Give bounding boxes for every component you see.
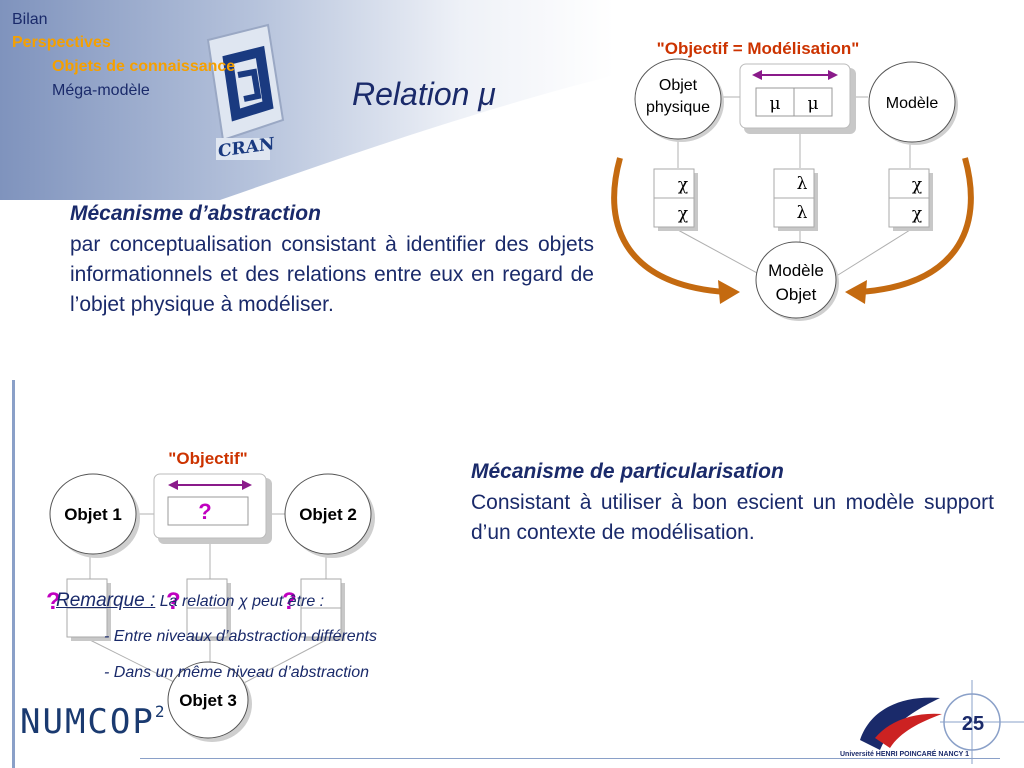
particularisation-text: Consistant à utiliser à bon escient un m…: [471, 491, 994, 544]
mu-symbol-2: μ: [807, 94, 818, 114]
node-objet-3: [167, 661, 249, 739]
objectif-cell: [167, 496, 249, 526]
chi-right-cell-2: [888, 197, 930, 228]
node-modele-objet: [755, 241, 837, 319]
page-number: 25: [962, 713, 984, 735]
question-mark-1: ?: [46, 588, 61, 615]
node-modele: [868, 61, 956, 143]
node-objet-physique: [634, 58, 722, 140]
remark-text: La relation χ peut être :: [159, 593, 325, 610]
lambda-cell-2: [773, 197, 815, 228]
page-number-target: 25: [940, 680, 1024, 764]
chi-left-symbol-2: χ: [678, 204, 688, 224]
stack-mid-cell-1: [186, 578, 228, 609]
objectif-arrowhead-left: [168, 480, 178, 490]
node-objet-physique-line2: physique: [646, 99, 710, 116]
mu-symbol-1: μ: [769, 94, 780, 114]
question-mark-3: ?: [282, 588, 297, 615]
stack-mid-cell-2: [186, 607, 228, 638]
top-right-curved-arrow: [859, 157, 974, 295]
node-objet-1: [49, 473, 137, 555]
question-mark-2: ?: [166, 588, 181, 615]
stack-left-cell-1: [66, 578, 108, 609]
cran-logo-graphic: [206, 23, 285, 160]
chi-left-symbol-1: χ: [678, 175, 688, 195]
chi-left-cell-2: [653, 197, 695, 228]
mu-arrowhead-right: [828, 70, 838, 80]
node-objet-physique-line1: Objet: [659, 77, 698, 94]
chi-left-cell-1: [653, 168, 695, 199]
remark-item-1: - Entre niveaux d’abstraction différents: [104, 628, 378, 645]
node-objet-2-label: Objet 2: [299, 505, 357, 524]
particularisation-heading: Mécanisme de particularisation: [471, 460, 784, 483]
top-left-curved-arrow: [611, 157, 726, 295]
bottom-diagram-links: [89, 513, 327, 686]
cran-logo: CRAN: [198, 20, 288, 170]
remark-line: Remarque : La relation χ peut être :: [56, 590, 324, 612]
remark-label: Remarque :: [56, 590, 156, 611]
node-modele-objet-line1: Modèle: [768, 261, 824, 280]
slide-title: Relation μ: [352, 76, 496, 112]
chi-right-cell-1: [888, 168, 930, 199]
top-left-arrowhead: [718, 280, 740, 304]
mu-cell-1: [755, 87, 795, 117]
mu-arrowhead-left: [752, 70, 762, 80]
lambda-symbol-1: λ: [797, 174, 808, 194]
node-objet-2: [284, 473, 372, 555]
node-modele-objet-line2: Objet: [776, 285, 817, 304]
top-diagram: "Objectif = Modélisation" Objet physique…: [611, 39, 974, 321]
lambda-symbol-2: λ: [797, 203, 808, 223]
node-modele-label: Modèle: [886, 95, 939, 112]
university-logo-text: Université HENRI POINCARÉ NANCY 1: [840, 749, 969, 758]
nav-item-perspectives[interactable]: Perspectives: [12, 34, 111, 51]
stack-left-cell-2: [66, 607, 108, 638]
lambda-cell-1: [773, 168, 815, 199]
bottom-diagram-label: "Objectif": [168, 449, 247, 468]
university-logo-red-swoosh: [875, 713, 942, 748]
stack-right-cell-2: [300, 607, 342, 638]
vertical-divider: [12, 380, 15, 768]
nav-item-bilan[interactable]: Bilan: [12, 11, 48, 28]
top-diagram-label: "Objectif = Modélisation": [657, 39, 860, 58]
university-logo: Université HENRI POINCARÉ NANCY 1: [840, 697, 969, 758]
bottom-diagram: "Objectif" Objet 1 Objet 2 Objet 3 ?: [49, 449, 375, 742]
nav-item-mega-modele[interactable]: Méga-modèle: [52, 82, 150, 99]
footer-divider: [140, 758, 1000, 759]
numcop-logo: NUMCOP2: [20, 702, 166, 742]
abstraction-heading: Mécanisme d’abstraction: [70, 202, 321, 225]
nav-item-objets-de-connaissance[interactable]: Objets de connaissance: [52, 58, 236, 75]
abstraction-text: par conceptualisation consistant à ident…: [70, 233, 594, 316]
numcop-sup: 2: [154, 702, 167, 721]
remark-item-2: - Dans un même niveau d’abstraction: [104, 664, 370, 681]
top-right-arrowhead: [845, 280, 867, 304]
node-objet-3-label: Objet 3: [179, 691, 237, 710]
chi-right-symbol-1: χ: [912, 175, 922, 195]
numcop-text: NUMCOP: [20, 702, 155, 742]
chi-right-symbol-2: χ: [912, 204, 922, 224]
node-objet-1-label: Objet 1: [64, 505, 122, 524]
objectif-arrowhead-right: [242, 480, 252, 490]
mu-cell-2: [793, 87, 833, 117]
objectif-cell-question: ?: [198, 499, 211, 524]
stack-right-cell-1: [300, 578, 342, 609]
